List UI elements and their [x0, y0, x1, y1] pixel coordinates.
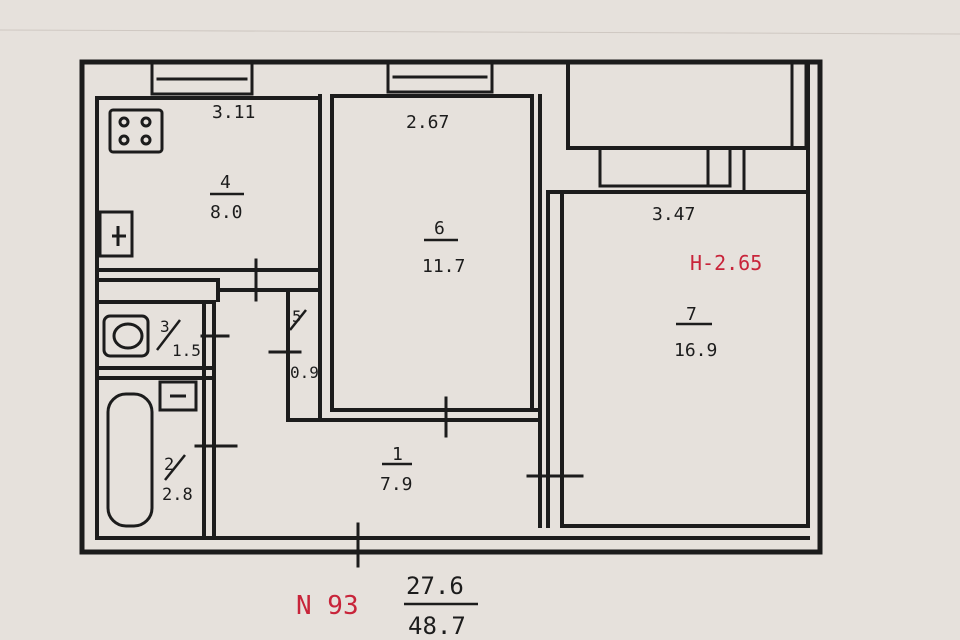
window-room-6 [386, 60, 494, 94]
room-7-area: 16.9 [674, 340, 717, 361]
living-area: 27.6 [406, 572, 464, 600]
room-5-area: 0.9 [290, 363, 319, 382]
room-4-number: 4 [220, 172, 231, 193]
room-5-number: 5 [292, 307, 302, 326]
dimension-room7-width: 3.47 [652, 204, 695, 225]
dimension-room6-width: 2.67 [406, 112, 449, 133]
room-7-number: 7 [686, 304, 697, 325]
toilet-icon [102, 314, 150, 358]
balcony-door [598, 146, 732, 188]
room-3-area: 1.5 [172, 341, 201, 360]
walls [79, 59, 823, 568]
dimension-kitchen-width: 3.11 [212, 102, 255, 123]
paper-fold-line [0, 29, 960, 35]
stove-icon [108, 108, 164, 154]
apartment-number: N 93 [296, 591, 359, 621]
room-6-area: 11.7 [422, 256, 465, 277]
total-area: 48.7 [408, 612, 466, 640]
wash-basin-icon [158, 380, 198, 412]
room-4-area: 8.0 [210, 202, 243, 223]
room-2-area: 2.8 [162, 485, 193, 505]
sink-icon [98, 210, 134, 258]
fraction-bars [156, 192, 712, 606]
ceiling-height-label: H-2.65 [690, 251, 762, 275]
room-6-number: 6 [434, 218, 445, 239]
room-3-number: 3 [160, 317, 170, 336]
bathtub-icon [106, 392, 154, 528]
room-2-number: 2 [164, 455, 174, 475]
room-1-area: 7.9 [380, 474, 413, 495]
window-kitchen [150, 60, 254, 96]
fixtures [98, 108, 198, 528]
room-1-number: 1 [392, 444, 403, 465]
